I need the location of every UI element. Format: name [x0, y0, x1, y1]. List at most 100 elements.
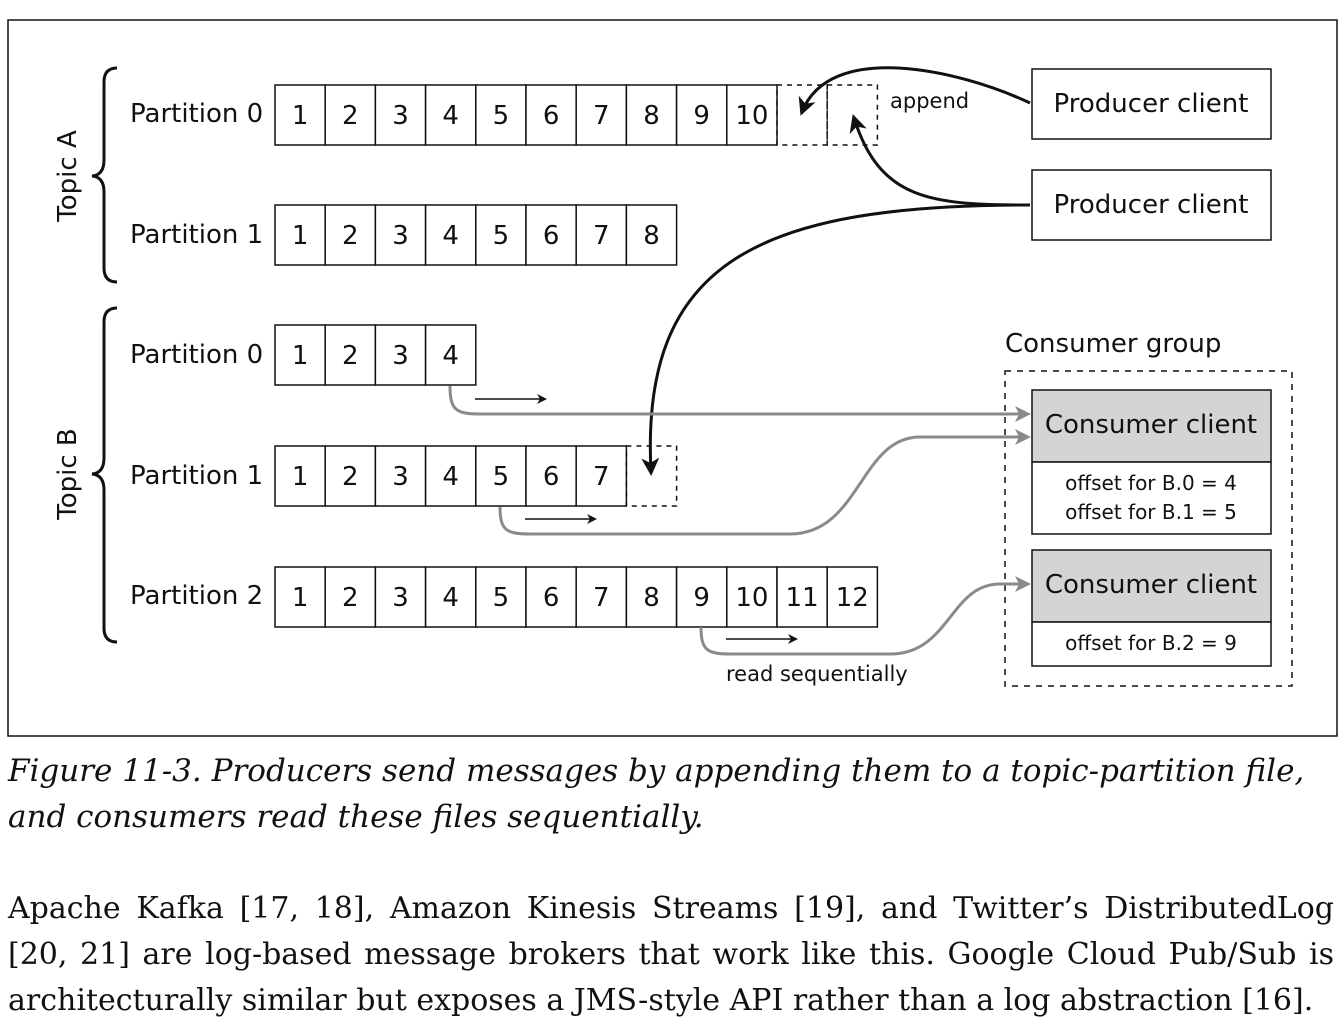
- append-label: append: [890, 89, 969, 113]
- consume-arrow-b1: [498, 429, 1031, 536]
- message-offset: 12: [836, 583, 869, 613]
- message-offset: 5: [493, 583, 510, 613]
- message-offset: 6: [543, 101, 560, 131]
- message-cell: [475, 204, 527, 266]
- producer-client-box: [1031, 169, 1272, 241]
- message-cell: [424, 324, 477, 386]
- consumer-client-header: [1031, 389, 1272, 463]
- topic-a-brace: [91, 66, 118, 284]
- message-offset: 6: [543, 221, 560, 251]
- partition-label: Partition 1: [130, 461, 263, 491]
- message-cell: [675, 84, 728, 146]
- message-offset: 5: [493, 462, 510, 492]
- partition-label: Partition 2: [130, 581, 263, 611]
- message-cell: [726, 84, 778, 146]
- topic-b-brace: [91, 306, 118, 644]
- consumer-group-boundary: [1004, 370, 1293, 687]
- consumer-offset: offset for B.1 = 5: [1065, 500, 1237, 524]
- message-cell: [475, 445, 527, 507]
- message-offset: 5: [493, 101, 510, 131]
- message-offset: 5: [493, 221, 510, 251]
- message-offset: 9: [693, 101, 710, 131]
- message-offset: 4: [442, 583, 459, 613]
- produce-arrow-topic-a-p0: [849, 114, 1031, 207]
- message-offset: 3: [392, 221, 409, 251]
- message-offset: 2: [342, 462, 359, 492]
- figure-frame: [7, 19, 1338, 737]
- message-cell: [274, 204, 326, 266]
- consumer-client-label: Consumer client: [1045, 410, 1257, 440]
- consumer-offset: offset for B.0 = 4: [1065, 471, 1237, 495]
- topic-b-label: Topic B: [53, 428, 83, 521]
- message-offset: 1: [292, 101, 309, 131]
- producer-client-label: Producer client: [1054, 190, 1249, 220]
- message-offset: 7: [593, 101, 610, 131]
- message-offset: 1: [292, 341, 309, 371]
- message-offset: 6: [543, 462, 560, 492]
- message-cell: [274, 84, 326, 146]
- message-cell: [525, 204, 577, 266]
- message-offset: 2: [342, 101, 359, 131]
- pending-message-slot: [826, 84, 879, 146]
- message-offset: 1: [292, 462, 309, 492]
- consume-arrow-b2: [699, 576, 1031, 656]
- message-cell: [374, 566, 427, 628]
- message-cell: [575, 566, 628, 628]
- message-cell: [324, 84, 377, 146]
- message-offset: 3: [392, 101, 409, 131]
- message-cell: [324, 566, 377, 628]
- consumer-client-header: [1031, 549, 1272, 623]
- message-offset: 4: [442, 221, 459, 251]
- partition-label: Partition 1: [130, 220, 263, 250]
- message-cell: [776, 566, 828, 628]
- message-offset: 10: [735, 583, 768, 613]
- message-cell: [726, 566, 778, 628]
- message-cell: [675, 566, 728, 628]
- message-offset: 1: [292, 221, 309, 251]
- message-cell: [575, 445, 628, 507]
- figure-caption: Figure 11-3. Producers send messages by …: [8, 753, 1305, 835]
- kafka-partition-diagram: Topic A Topic B Partition 0 Partition 1 …: [7, 19, 1338, 737]
- message-cell: [525, 566, 577, 628]
- read-sequentially-label: read sequentially: [726, 662, 908, 686]
- partition-label: Partition 0: [130, 99, 263, 129]
- message-cell: [575, 84, 628, 146]
- message-offset: 2: [342, 583, 359, 613]
- consumer-offset: offset for B.2 = 9: [1065, 631, 1237, 655]
- message-offset: 4: [442, 101, 459, 131]
- pending-message-slot: [776, 84, 828, 146]
- consumer-group-label: Consumer group: [1005, 329, 1221, 359]
- message-offset: 6: [543, 583, 560, 613]
- message-cell: [374, 324, 427, 386]
- message-offset: 4: [442, 341, 459, 371]
- message-offset: 8: [643, 583, 660, 613]
- message-offset: 3: [392, 462, 409, 492]
- message-cell: [424, 566, 477, 628]
- message-cell: [324, 204, 377, 266]
- message-offset: 11: [786, 583, 819, 613]
- body-paragraph: Apache Kafka [17, 18], Amazon Kinesis St…: [8, 891, 1334, 1018]
- message-offset: 8: [643, 101, 660, 131]
- producer-client-label: Producer client: [1054, 89, 1249, 119]
- message-offset: 3: [392, 341, 409, 371]
- topic-a-label: Topic A: [53, 130, 83, 223]
- message-cell: [274, 566, 326, 628]
- message-offset: 2: [342, 341, 359, 371]
- message-cell: [324, 324, 377, 386]
- message-cell: [424, 84, 477, 146]
- message-cell: [826, 566, 879, 628]
- produce-arrow-topic-b-p1: [641, 203, 1031, 476]
- producer-client-box: [1031, 68, 1272, 140]
- message-cell: [625, 84, 678, 146]
- message-cell: [424, 445, 477, 507]
- message-cell: [274, 324, 326, 386]
- partition-label: Partition 0: [130, 340, 263, 370]
- consume-arrow-b0: [448, 385, 1031, 422]
- message-offset: 10: [735, 101, 768, 131]
- message-offset: 2: [342, 221, 359, 251]
- message-cell: [274, 445, 326, 507]
- message-cell: [525, 84, 577, 146]
- message-cell: [575, 204, 628, 266]
- message-cell: [475, 84, 527, 146]
